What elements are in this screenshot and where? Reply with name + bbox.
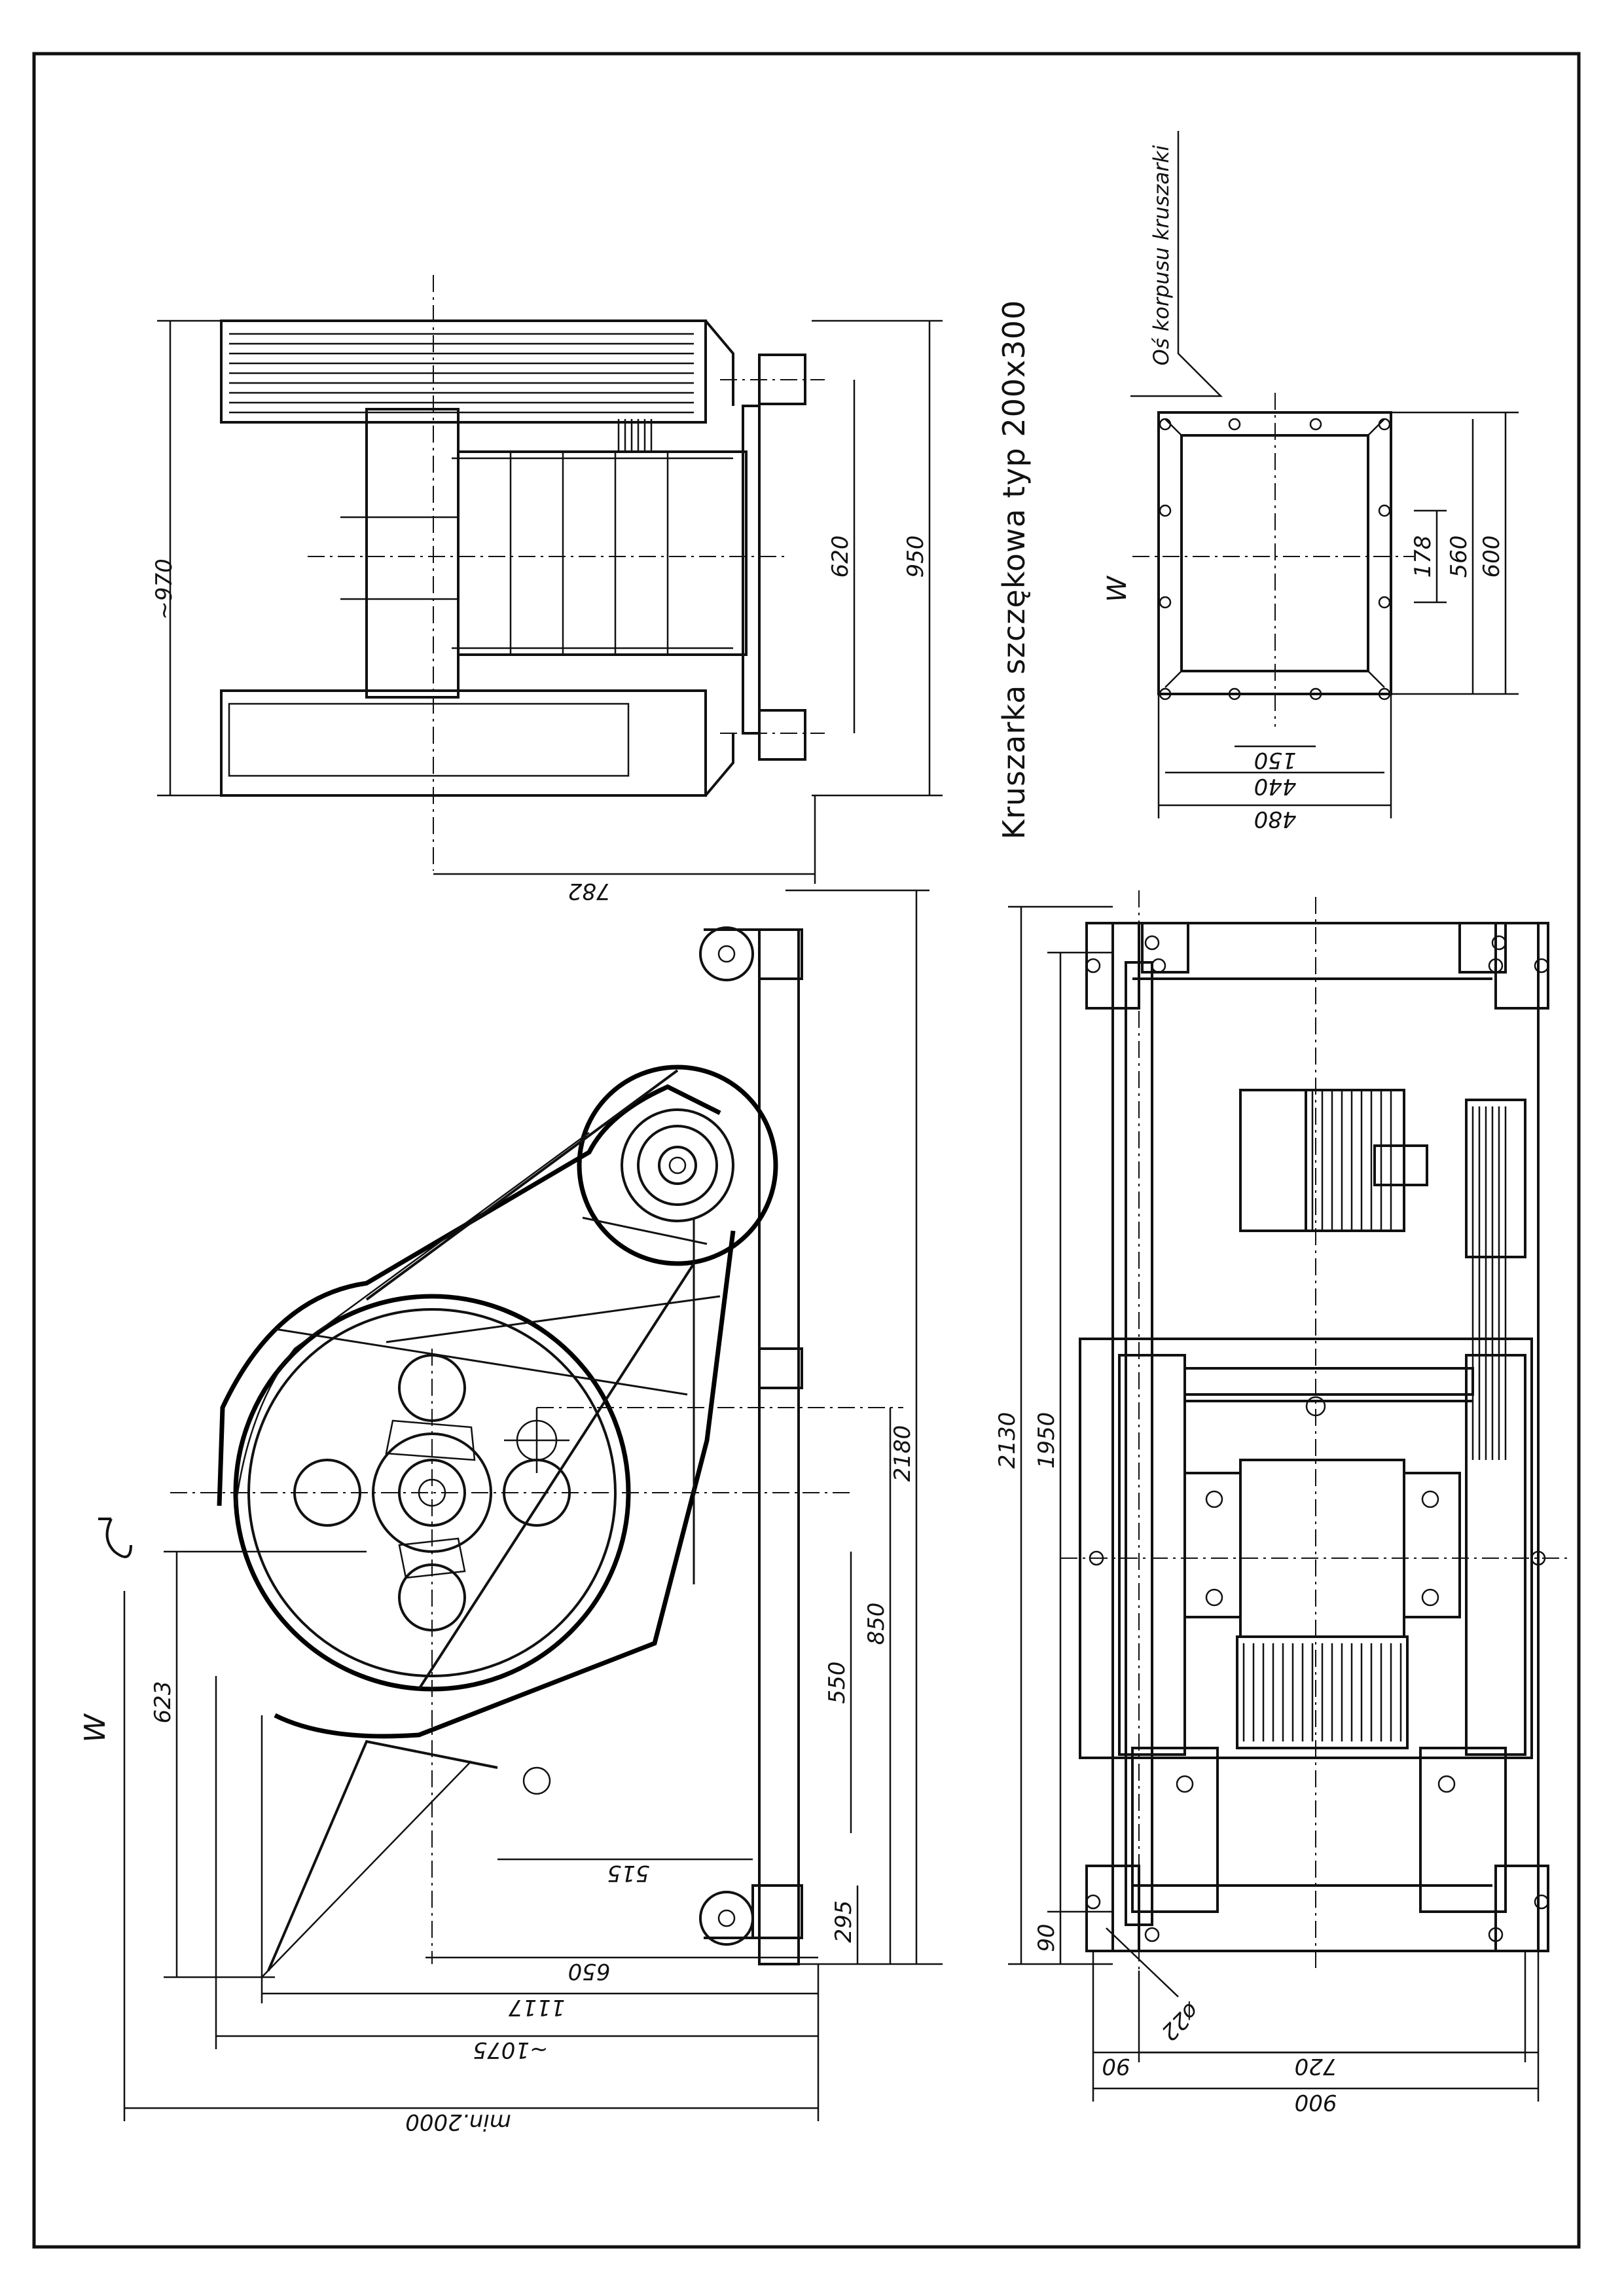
dim-623: 623 [150,1681,176,1724]
dim-min2000: min.2000 [405,2109,511,2135]
section-mark-side: W [79,1713,112,1743]
dim-620: 620 [827,536,854,578]
dim-1075: ~1075 [473,2037,548,2063]
dim-900: 900 [1295,2089,1337,2115]
dim-150: 150 [1254,747,1297,773]
inlet-view [1130,131,1519,818]
dim-950: 950 [903,536,929,578]
top-view [157,275,943,884]
dim-90-horizontal: 90 [1102,2053,1130,2079]
dim-2180: 2180 [890,1425,916,1482]
dim-2130: 2130 [994,1412,1020,1469]
dim-560: 560 [1446,536,1472,578]
dim-600: 600 [1479,536,1505,578]
dim-440: 440 [1254,773,1297,799]
dim-295: 295 [831,1901,857,1943]
dim-970: ~970 [151,558,177,619]
dim-850: 850 [863,1603,890,1645]
plan-view [1008,890,1571,2102]
section-mark-inlet: W [1102,575,1132,602]
sheet-frame [32,52,1581,2249]
dim-550: 550 [824,1662,850,1704]
side-view [98,889,943,2121]
dim-1950: 1950 [1034,1412,1060,1469]
drawing-title: Kruszarka szczękowa typ 200x300 [996,300,1032,839]
dim-782: 782 [568,878,611,904]
dim-515: 515 [607,1860,650,1886]
axis-label: Oś korpusu kruszarki [1149,145,1174,366]
dim-22: ø22 [1156,1997,1204,2045]
dim-480: 480 [1254,806,1297,832]
dim-720: 720 [1295,2053,1337,2079]
dim-650: 650 [568,1958,611,1984]
dim-178: 178 [1410,536,1436,578]
dim-90-vertical: 90 [1034,1923,1060,1952]
dim-1117: 1117 [508,1994,565,2020]
